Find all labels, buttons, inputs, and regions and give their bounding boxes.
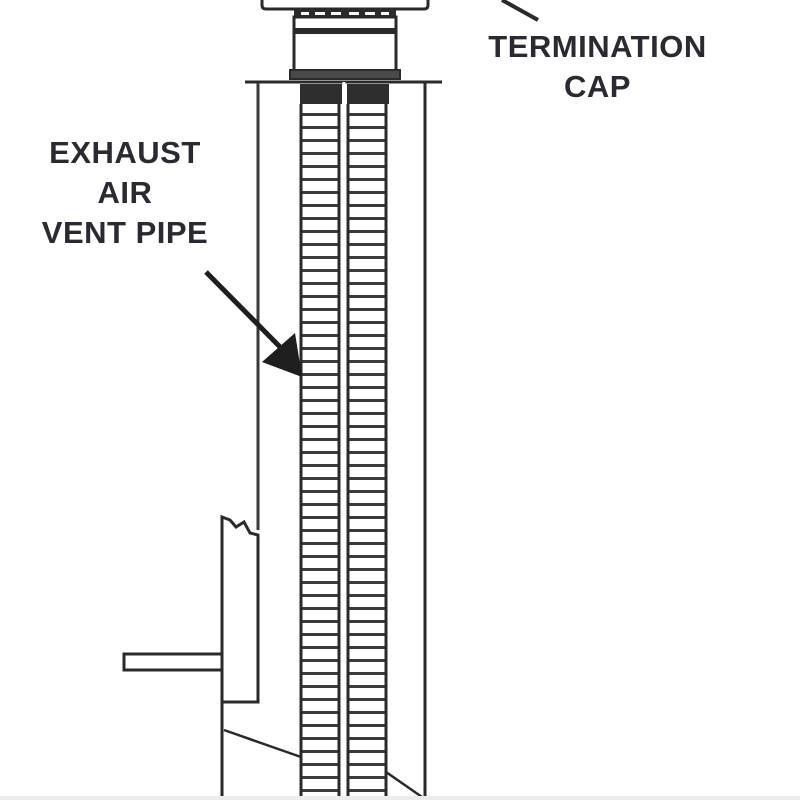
arrow-icon: [204, 270, 302, 377]
exhaust-air-vent-pipe-label: EXHAUST AIR VENT PIPE: [25, 133, 225, 253]
exhaust-label-line2: AIR: [97, 175, 153, 210]
intake-vent-pipe: [346, 104, 388, 800]
slope-line: [223, 728, 302, 759]
ledge: [122, 652, 224, 672]
termination-cap: [260, 0, 430, 80]
slope-line-right: [385, 770, 423, 799]
pipe-couplers: [300, 82, 389, 104]
bottom-edge: [0, 796, 800, 800]
exhaust-vent-pipe: [299, 104, 341, 800]
wall-section: [220, 514, 260, 800]
termination-cap-label: TERMINATION CAP: [470, 27, 725, 107]
termination-cap-label-line2: CAP: [564, 69, 631, 104]
exhaust-label-line3: VENT PIPE: [41, 215, 209, 250]
termination-cap-leader: [501, 0, 539, 22]
exhaust-label-line1: EXHAUST: [49, 135, 201, 170]
termination-cap-label-line1: TERMINATION: [488, 29, 707, 64]
